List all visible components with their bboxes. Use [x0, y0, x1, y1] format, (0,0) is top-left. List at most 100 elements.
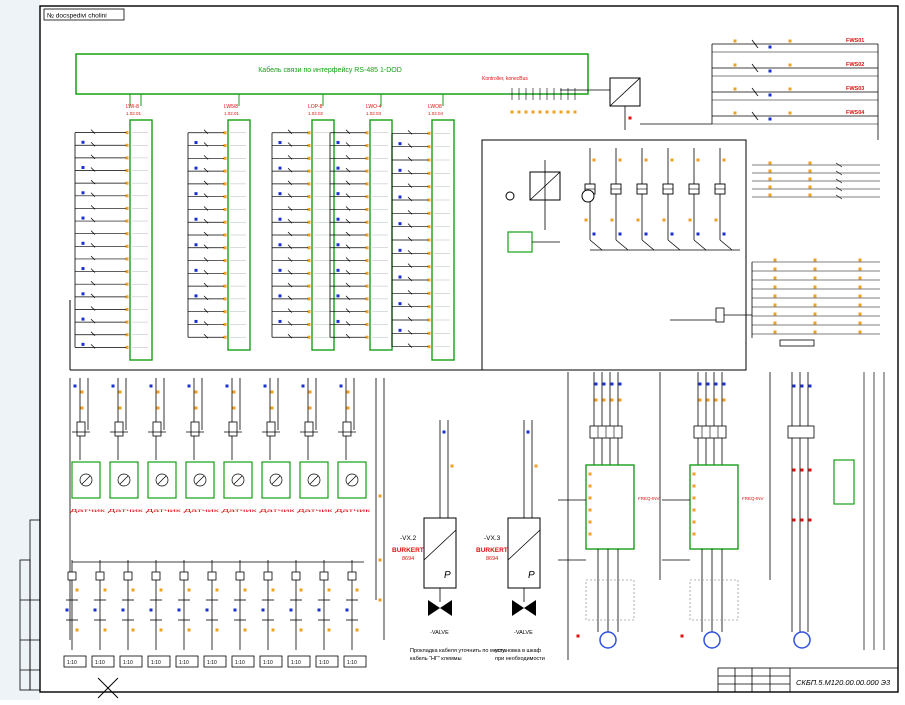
field-terminal: 1:10 — [343, 560, 367, 668]
terminal-mark — [618, 158, 622, 162]
terminal-mark — [365, 246, 369, 250]
wire-tag — [336, 294, 340, 298]
sensor-channel — [109, 378, 139, 499]
valve-tag: -VX.3 — [484, 535, 501, 542]
terminal-mark — [365, 297, 369, 301]
wire-tag — [442, 430, 446, 434]
wire-tag — [278, 166, 282, 170]
wire-tag — [398, 168, 402, 172]
terminal-mark — [427, 305, 431, 309]
footnote-4: при необходимости — [495, 656, 545, 662]
terminal-mark — [427, 265, 431, 269]
terminal-mark — [510, 110, 514, 114]
terminal-mark — [156, 390, 160, 394]
wire-tag — [73, 384, 77, 388]
positioner-body — [423, 517, 457, 589]
relay-row: FWS03 — [712, 86, 878, 101]
terminal-mark — [307, 182, 311, 186]
terminal-mark — [125, 219, 129, 223]
wire-tag — [194, 243, 198, 247]
terminal-mark — [588, 484, 592, 488]
terminal-mark — [307, 297, 311, 301]
terminal-mark — [573, 110, 577, 114]
terminal-mark — [80, 390, 84, 394]
terminal-mark — [365, 284, 369, 288]
wire-tag — [121, 608, 125, 612]
terminal-mark — [125, 345, 129, 349]
terminal-mark — [159, 628, 163, 632]
wire-tag — [194, 166, 198, 170]
terminal-mark — [307, 259, 311, 263]
terminal-mark — [223, 246, 227, 250]
valve-brand: BURKERT — [392, 547, 424, 554]
modbus-bus-box — [75, 53, 589, 95]
wire-tag — [526, 430, 530, 434]
wire-tag — [149, 384, 153, 388]
valve-symbol — [512, 600, 536, 616]
terminal-mark — [365, 131, 369, 135]
sensor-element — [266, 421, 276, 437]
valve-symbol — [428, 600, 452, 616]
field-device-label: 1:10 — [263, 660, 273, 666]
vfd-tag: FREQ-INV — [742, 496, 764, 501]
terminal-mark — [307, 310, 311, 314]
terminal-mark — [270, 390, 274, 394]
terminal-mark — [125, 206, 129, 210]
wire-tag — [336, 268, 340, 272]
vfd-body — [689, 464, 739, 550]
wire-tag — [768, 117, 772, 121]
terminal-mark — [194, 406, 198, 410]
fuse-tag — [792, 468, 796, 472]
terminal-mark — [773, 312, 777, 316]
wire-tag — [278, 217, 282, 221]
terminal-mark — [223, 335, 227, 339]
terminal-mark — [365, 322, 369, 326]
terminal-mark — [223, 220, 227, 224]
sensor-channel — [223, 378, 253, 499]
terminal-mark — [773, 303, 777, 307]
terminal-mark — [307, 207, 311, 211]
wire-tag — [336, 319, 340, 323]
drawing-code: СКБП.5.М120.00.00.000 Э3 — [796, 678, 891, 687]
terminal-mark — [808, 193, 812, 197]
terminal-mark — [118, 406, 122, 410]
wire-tag — [768, 69, 772, 73]
terminal-mark — [80, 406, 84, 410]
valve-label: -VALVE — [430, 630, 449, 636]
wire-tag — [706, 382, 710, 386]
wire-tag — [345, 608, 349, 612]
fuse-tag — [800, 468, 804, 472]
terminal-mark — [125, 131, 129, 135]
terminal-mark — [427, 291, 431, 295]
wire-tag — [278, 192, 282, 196]
binder-strip — [19, 519, 41, 691]
field-device-box — [175, 655, 199, 668]
terminal-mark — [813, 258, 817, 262]
terminal-mark — [243, 628, 247, 632]
terminal-mark — [788, 39, 792, 43]
terminal-mark — [365, 207, 369, 211]
wire-tag — [278, 268, 282, 272]
sensor-element — [152, 421, 162, 437]
terminal-mark — [125, 156, 129, 160]
wire-tag — [194, 192, 198, 196]
terminal-mark — [662, 218, 666, 222]
terminal-mark — [427, 171, 431, 175]
terminal-mark — [602, 398, 606, 402]
terminal-mark — [688, 218, 692, 222]
terminal-mark — [346, 406, 350, 410]
field-terminal: 1:10 — [119, 560, 143, 668]
wire-tag — [670, 232, 674, 236]
wire-tag — [336, 166, 340, 170]
terminal-mark — [813, 267, 817, 271]
terminal-mark — [131, 588, 135, 592]
wire-tag — [81, 267, 85, 271]
terminal-mark — [365, 271, 369, 275]
terminal-mark — [592, 158, 596, 162]
field-terminal: 1:10 — [315, 560, 339, 668]
wire-tag — [278, 294, 282, 298]
terminal-mark — [813, 303, 817, 307]
fuse-tag — [808, 518, 812, 522]
terminal-mark — [223, 271, 227, 275]
